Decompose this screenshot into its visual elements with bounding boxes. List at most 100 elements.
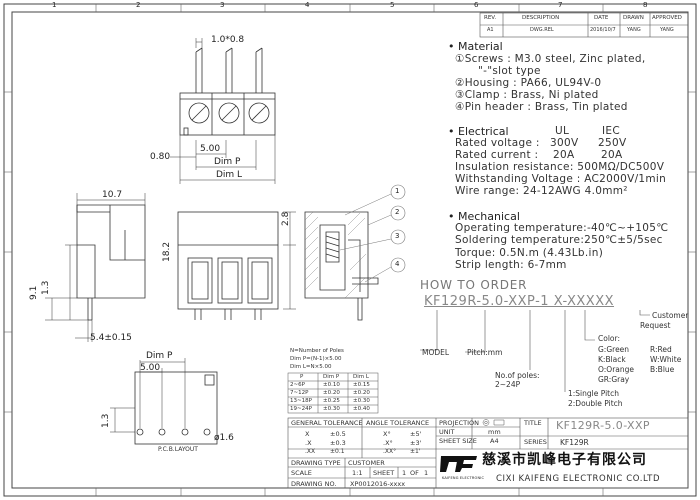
rev-value-date: 2016/10/7 xyxy=(590,27,616,33)
gen-row-3-v: ±0.1 xyxy=(330,448,345,455)
balloon-2: 2 xyxy=(395,208,400,216)
gen-row-1-k: X xyxy=(305,430,310,438)
order-color-white: W:White xyxy=(650,355,682,364)
pcb-dim-p: Dim P xyxy=(146,351,173,361)
of-value: 1 xyxy=(424,469,429,477)
rev-header-desc: DESCRIPTION xyxy=(522,15,560,21)
rev-value-rev: A1 xyxy=(487,27,494,33)
dim-offset: 0.80 xyxy=(150,152,171,162)
dim-height: 18.2 xyxy=(162,241,172,262)
how-to-order-title: HOW TO ORDER xyxy=(420,278,528,292)
dim-pin-off: 5.4±0.15 xyxy=(90,333,132,343)
poles-row-2-dimp: ±0.20 xyxy=(323,390,340,396)
gen-row-2-v: ±0.3 xyxy=(330,439,346,447)
order-color-gray: GR:Gray xyxy=(598,375,630,384)
rev-value-drawn: YANG xyxy=(627,27,641,33)
ang-row-1-k: X° xyxy=(383,430,391,438)
rated-current-iec: 20A xyxy=(601,149,623,161)
insulation-resistance: Insulation resistance: 500MΩ/DC500V xyxy=(455,161,665,173)
poles-note-3: Dim L=N×5.00 xyxy=(290,364,332,370)
pcb-layout-label: P.C.B.LAYOUT xyxy=(158,446,198,453)
order-color-green: G:Green xyxy=(598,345,630,354)
mechanical-title: • Mechanical xyxy=(448,210,520,223)
front-view xyxy=(177,211,279,320)
sheet-size-label: SHEET SIZE xyxy=(439,437,477,445)
poles-header-dimp: Dim P xyxy=(323,374,340,380)
balloon-1: 1 xyxy=(395,187,400,195)
section-hatch xyxy=(304,211,367,299)
poles-row-2-diml: ±0.20 xyxy=(353,390,370,396)
column-ticks xyxy=(4,4,696,496)
col-6: 6 xyxy=(474,1,479,9)
order-pitch-opt-2: 2:Double Pitch xyxy=(568,399,623,408)
ang-row-3-k: .XX° xyxy=(383,448,397,455)
material-title: • Material xyxy=(448,40,503,53)
scale-label: SCALE xyxy=(291,469,312,477)
material-line-1: ①Screws : M3.0 steel, Zinc plated, xyxy=(455,53,646,65)
poles-row-3-dimp: ±0.25 xyxy=(323,398,340,404)
of-label: OF xyxy=(410,469,419,477)
material-title-text: Material xyxy=(458,40,503,53)
general-tolerance-label: GENERAL TOLERANCE xyxy=(291,419,363,427)
col-2: 2 xyxy=(136,1,141,9)
unit-value: mm xyxy=(488,428,501,436)
dim-p: Dim P xyxy=(214,157,241,167)
company-name-cn: 慈溪市凯峰电子有限公司 xyxy=(482,452,647,468)
order-color-blue: B:Blue xyxy=(650,365,675,374)
withstanding-voltage: Withstanding Voltage : AC2000V/1min xyxy=(455,173,667,185)
rated-voltage-ul: 300V xyxy=(550,137,579,149)
electrical-col-iec: IEC xyxy=(602,125,620,137)
torque: Torque: 0.5N.m (4.43Lb.in) xyxy=(455,247,604,259)
revision-table-lines xyxy=(479,12,689,38)
poles-row-3-diml: ±0.30 xyxy=(353,398,370,404)
dim-pin-low: 1.3 xyxy=(41,280,51,295)
sheet-value: 1 xyxy=(402,469,407,477)
mechanical-title-text: Mechanical xyxy=(458,210,520,223)
dim-top: 2.8 xyxy=(281,211,291,226)
operating-temperature: Operating temperature:-40℃~+105℃ xyxy=(455,222,669,234)
poles-row-4-diml: ±0.40 xyxy=(353,406,370,412)
ang-row-2-k: .X° xyxy=(383,439,393,447)
title-block-lines xyxy=(287,417,689,489)
dim-pitch: 5.00 xyxy=(200,144,221,154)
order-poles-2: 2~24P xyxy=(495,380,521,389)
poles-row-3-p: 13~18P xyxy=(290,398,312,404)
company-logo-mark xyxy=(440,453,478,475)
unit-label: UNIT xyxy=(439,428,455,436)
pcb-pitch: 5.00 xyxy=(140,363,161,373)
poles-row-2-p: 7~12P xyxy=(290,390,309,396)
sheet-label: SHEET xyxy=(373,469,395,477)
side-view-dims xyxy=(45,193,146,342)
ang-row-3-v: ±1' xyxy=(410,448,421,455)
pcb-dims xyxy=(110,358,186,433)
dim-pin-len: 9.1 xyxy=(29,285,39,300)
series-label: SERIES xyxy=(524,438,547,446)
rev-header-drawn: DRAWN xyxy=(623,15,644,21)
material-line-4: ③Clamp : Brass, Ni plated xyxy=(455,89,599,101)
section-view xyxy=(304,211,379,321)
front-view-dims xyxy=(283,211,296,310)
dim-depth: 10.7 xyxy=(102,190,123,200)
order-code: KF129R-5.0-XXP-1 X-XXXXX xyxy=(424,294,615,309)
top-view-dims xyxy=(170,38,276,184)
rated-voltage-label: Rated voltage : xyxy=(455,137,540,149)
rev-header-rev: REV. xyxy=(484,15,497,21)
col-8: 8 xyxy=(643,1,648,9)
poles-header-diml: Dim L xyxy=(353,374,369,380)
col-7: 7 xyxy=(558,1,563,9)
title-label: TITLE xyxy=(524,419,542,427)
drawing-no-label: DRAWING NO. xyxy=(291,480,337,488)
ang-row-1-v: ±5' xyxy=(410,430,422,438)
leader-lines xyxy=(339,193,392,283)
top-view xyxy=(179,47,276,136)
pcb-layout xyxy=(134,371,218,445)
side-view xyxy=(76,204,146,321)
customer-label: CUSTOMER xyxy=(348,459,385,467)
col-5: 5 xyxy=(390,1,395,9)
material-line-2: "-"slot type xyxy=(478,65,541,77)
pcb-h: 1.3 xyxy=(101,413,111,428)
balloon-3: 3 xyxy=(395,232,400,240)
drawing-no-value: XP0012016-xxxx xyxy=(350,480,406,488)
